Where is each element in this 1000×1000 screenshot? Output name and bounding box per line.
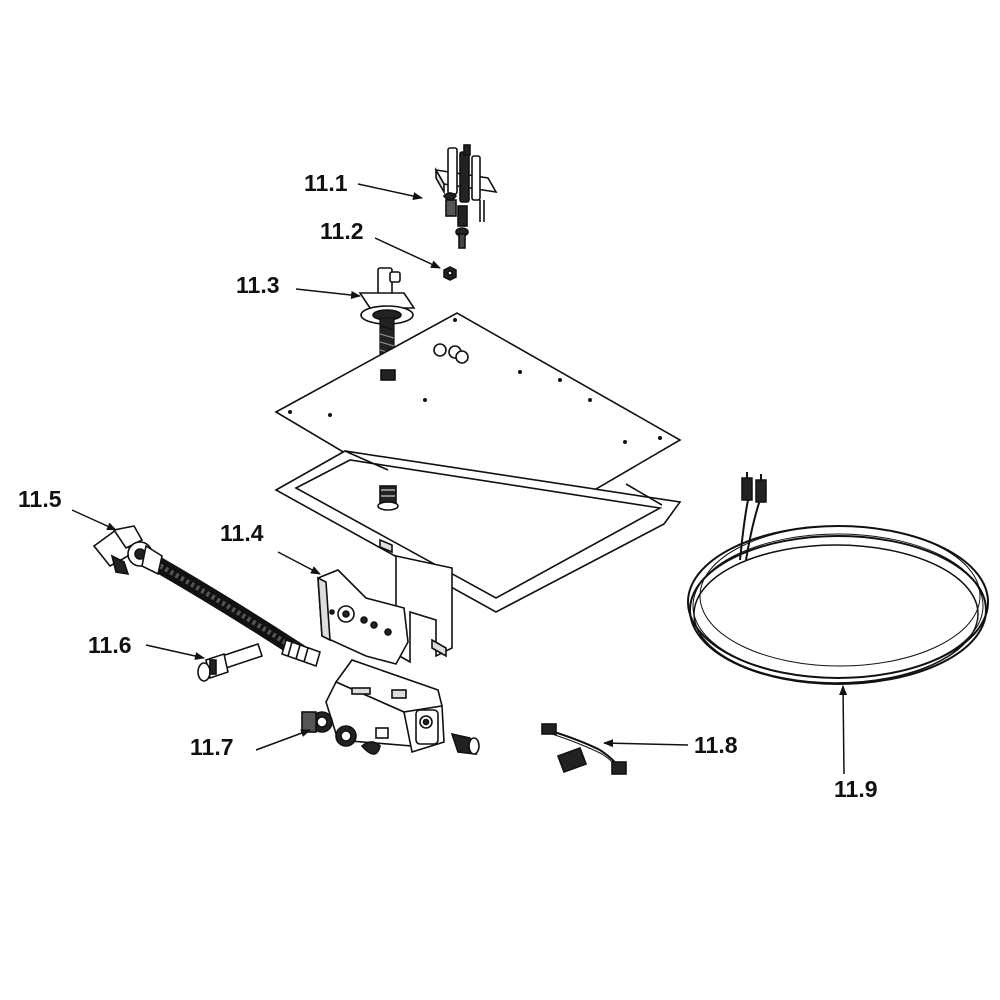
pilot-nut	[443, 266, 457, 281]
leader-11-4	[277, 551, 321, 575]
leader-11-1	[357, 183, 423, 200]
shutoff-valve-flex-line	[92, 525, 321, 668]
callout-11-3: 11.3	[236, 272, 280, 298]
callout-leaders	[71, 183, 848, 775]
leader-11-2	[374, 237, 441, 269]
leader-11-3	[295, 288, 361, 299]
leader-11-7	[255, 729, 311, 751]
callout-11-1: 11.1	[304, 170, 348, 196]
pilot-assembly	[434, 144, 498, 249]
callout-11-4: 11.4	[220, 520, 264, 546]
leader-11-8	[603, 739, 689, 748]
callout-11-8: 11.8	[694, 732, 738, 758]
callout-11-9: 11.9	[834, 776, 878, 802]
wire-harness	[541, 723, 627, 775]
orifice-fitting	[197, 642, 264, 682]
gas-control-valve	[301, 659, 480, 755]
burner-pan	[274, 450, 682, 613]
leader-11-9	[839, 685, 848, 775]
callout-11-5: 11.5	[18, 486, 62, 512]
leader-11-6	[145, 644, 205, 660]
callout-11-2: 11.2	[320, 218, 364, 244]
valve-mounting-bracket	[317, 555, 453, 665]
coiled-wire	[687, 472, 989, 685]
leader-11-5	[71, 509, 117, 531]
burner-bracket	[358, 267, 416, 383]
callout-11-7: 11.7	[190, 734, 234, 760]
callout-11-6: 11.6	[88, 632, 132, 658]
